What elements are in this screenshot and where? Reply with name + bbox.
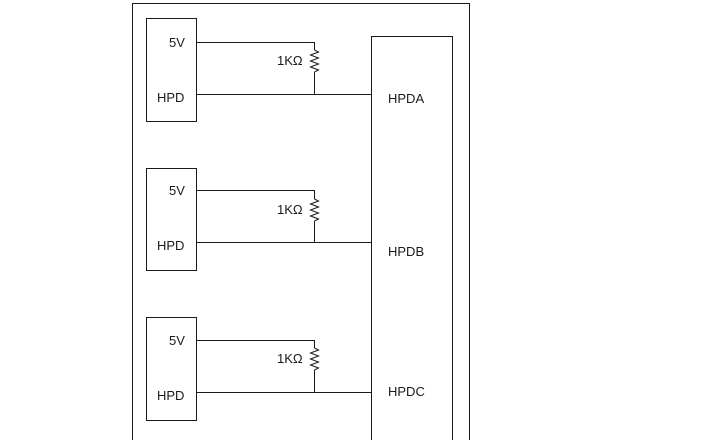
connector-b-5v-wire (196, 190, 315, 199)
connector-c-5v-wire (196, 340, 315, 348)
resistor-b-label: 1KΩ (277, 202, 303, 217)
connector-b-hpd-label: HPD (157, 238, 184, 253)
channel-c: 5V HPD 1KΩ HPDC (146, 317, 425, 421)
chip-pin-hpda-label: HPDA (388, 91, 424, 106)
connector-a-box (146, 18, 197, 122)
resistor-a-symbol (309, 49, 320, 73)
connector-b-box (146, 168, 197, 271)
resistor-b-symbol (309, 198, 320, 222)
connector-c-box (146, 317, 197, 421)
connector-c-5v-label: 5V (169, 333, 185, 348)
chip-pin-hpdc-label: HPDC (388, 384, 425, 399)
receiver-chip (371, 36, 453, 445)
chip-pin-hpdb-label: HPDB (388, 244, 424, 259)
connector-b-5v-label: 5V (169, 183, 185, 198)
connector-a-5v-label: 5V (169, 35, 185, 50)
resistor-c-label: 1KΩ (277, 351, 303, 366)
connector-a-hpd-label: HPD (157, 90, 184, 105)
resistor-c-symbol (309, 347, 320, 371)
connector-c-hpd-label: HPD (157, 388, 184, 403)
channel-a: 5V HPD 1KΩ HPDA (146, 18, 424, 122)
channel-b: 5V HPD 1KΩ HPDB (146, 168, 424, 271)
resistor-a-label: 1KΩ (277, 53, 303, 68)
connector-a-5v-wire (196, 42, 315, 50)
